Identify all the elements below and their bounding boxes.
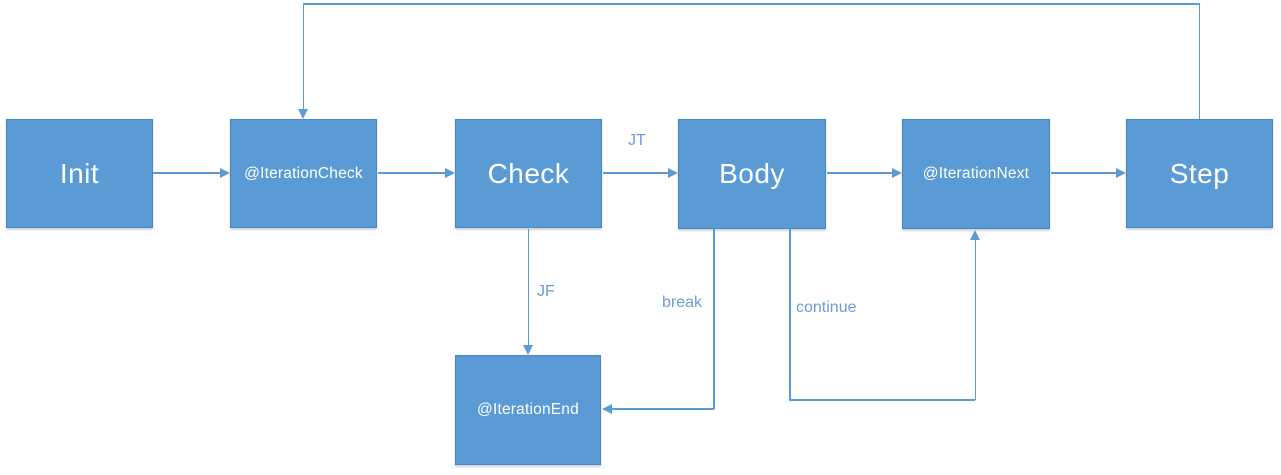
edge-label-jf: JF [537,283,555,300]
node-body[interactable]: Body [678,119,826,229]
connector-continue-down [789,229,791,400]
node-step-label: Step [1169,157,1230,189]
node-init-label: Init [59,157,100,189]
arrowhead-right-icon [445,167,455,178]
node-iteration-next-label: @IterationNext [922,165,1030,182]
connector-check-to-body [603,172,669,174]
connector-check-to-iterationend [527,229,530,345]
arrowhead-up-icon [969,230,980,240]
connector-continue-up [974,240,977,400]
connector-iterationnext-to-step [1051,172,1117,174]
node-iteration-end[interactable]: @IterationEnd [455,355,601,465]
node-iteration-check[interactable]: @IterationCheck [230,119,377,228]
node-body-label: Body [719,158,785,189]
connector-step-loop-vertical [1198,4,1201,119]
arrowhead-down-icon [523,345,533,355]
node-init[interactable]: Init [6,119,153,228]
arrowhead-right-icon [220,167,230,178]
connector-step-loop-down [302,4,305,109]
connector-init-to-iterationcheck [153,172,221,174]
edge-label-continue: continue [796,299,857,316]
node-iteration-end-label: @IterationEnd [477,401,579,418]
node-iteration-check-label: @IterationCheck [244,164,363,182]
node-iteration-next[interactable]: @IterationNext [902,119,1050,229]
connector-body-to-iterationnext [827,172,893,174]
arrowhead-right-icon [668,167,678,178]
node-step[interactable]: Step [1126,119,1273,228]
connector-break-horizontal [612,408,714,410]
node-check[interactable]: Check [455,119,602,228]
connector-iterationcheck-to-check [378,172,446,174]
connector-step-loop-horizontal [302,3,1200,5]
connector-continue-horizontal [789,399,976,401]
arrowhead-left-icon [602,403,612,414]
arrowhead-right-icon [892,167,902,178]
edge-label-break: break [662,294,703,311]
arrowhead-right-icon [1116,167,1126,178]
node-check-label: Check [487,157,570,189]
edge-label-jt: JT [628,132,646,149]
connector-break-vertical [713,229,715,409]
arrowhead-down-icon [298,109,308,119]
